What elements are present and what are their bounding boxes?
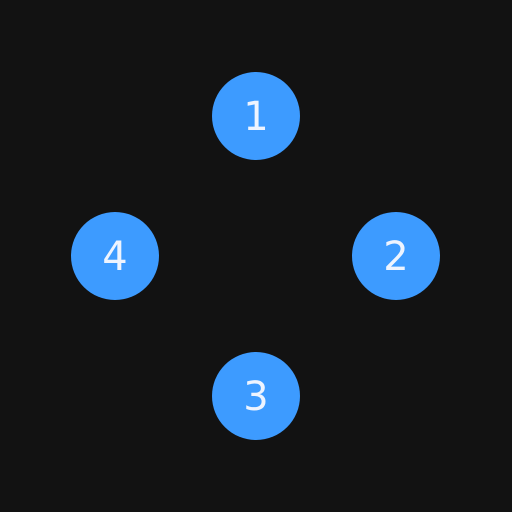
button-3-label: 3 — [243, 374, 269, 420]
button-3[interactable]: 3 — [212, 352, 300, 440]
button-2-label: 2 — [383, 234, 409, 280]
button-1-label: 1 — [243, 94, 269, 140]
button-1[interactable]: 1 — [212, 72, 300, 160]
button-2[interactable]: 2 — [352, 212, 440, 300]
button-4[interactable]: 4 — [71, 212, 159, 300]
button-4-label: 4 — [102, 234, 128, 280]
